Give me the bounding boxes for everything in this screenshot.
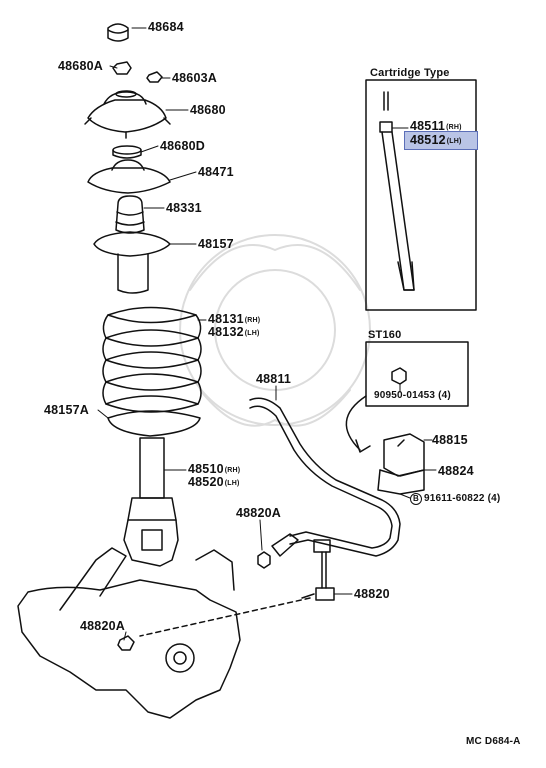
- label-48511[interactable]: 48511(RH): [410, 119, 462, 135]
- nut-48603A: [146, 71, 163, 83]
- lower-insulator-48157A: [107, 410, 201, 437]
- label-48680A[interactable]: 48680A: [58, 59, 103, 73]
- bracket-48824: [377, 469, 425, 495]
- suffix-lh: (LH): [244, 330, 260, 337]
- label-48157A[interactable]: 48157A: [44, 403, 89, 417]
- stabilizer-link-48820: [301, 539, 335, 601]
- spring-seat-48471: [87, 159, 171, 194]
- label-48520[interactable]: 48520(LH): [188, 475, 240, 491]
- label-48680[interactable]: 48680: [190, 103, 226, 117]
- part-number: 91611-60822 (4): [424, 493, 501, 504]
- label-48510[interactable]: 48510(RH): [188, 462, 240, 478]
- label-48131[interactable]: 48131(RH): [208, 312, 260, 328]
- link-48820A-mid: [257, 533, 299, 569]
- b-marker-icon: B: [410, 493, 422, 505]
- bump-stopper-48331: [115, 195, 145, 234]
- label-48471[interactable]: 48471: [198, 165, 234, 179]
- stabilizer-bar-48811: [249, 397, 401, 557]
- label-48512[interactable]: 48512(LH): [410, 133, 462, 149]
- spacer-48680D: [112, 145, 142, 159]
- label-48811[interactable]: 48811: [256, 372, 292, 386]
- bushing-48815: [383, 433, 425, 477]
- label-48603A[interactable]: 48603A: [172, 71, 217, 85]
- part-number: 48131: [208, 312, 244, 326]
- label-48820A-lower[interactable]: 48820A: [80, 619, 125, 633]
- cartridge-type-title: Cartridge Type: [370, 67, 450, 79]
- cartridge-type-box: [365, 79, 477, 311]
- label-48132[interactable]: 48132(LH): [208, 325, 260, 341]
- leader-lines: [97, 27, 437, 641]
- label-48824[interactable]: 48824: [438, 464, 474, 478]
- suffix-rh: (RH): [244, 317, 261, 324]
- cartridge-shock: [379, 91, 415, 291]
- label-48684[interactable]: 48684: [148, 20, 184, 34]
- dashed-leader: [139, 597, 311, 637]
- coil-spring-48131: [102, 306, 202, 413]
- suffix-lh: (LH): [224, 480, 240, 487]
- suffix-rh: (RH): [446, 124, 462, 131]
- label-48815[interactable]: 48815: [432, 433, 468, 447]
- label-48820A-mid[interactable]: 48820A: [236, 506, 281, 520]
- label-48331[interactable]: 48331: [166, 201, 202, 215]
- label-48157[interactable]: 48157: [198, 237, 234, 251]
- part-number: 48132: [208, 325, 244, 339]
- st160-title: ST160: [368, 329, 402, 341]
- nut-48820A-lower: [117, 635, 135, 651]
- st160-box: [365, 341, 469, 407]
- part-number: 48512: [410, 133, 446, 147]
- label-90950-01453[interactable]: 90950-01453 (4): [374, 390, 451, 401]
- upper-mount-48680: [84, 90, 171, 139]
- insulator-48157: [93, 231, 171, 294]
- part-number: 48520: [188, 475, 224, 489]
- label-48820[interactable]: 48820: [354, 587, 390, 601]
- steering-knuckle: [17, 547, 241, 719]
- curved-arrow: [345, 395, 367, 451]
- suffix-rh: (RH): [224, 467, 241, 474]
- part-number: 48510: [188, 462, 224, 476]
- watermark-emblem: [179, 234, 371, 427]
- part-number: 48511: [410, 119, 446, 133]
- label-48680D[interactable]: 48680D: [160, 139, 205, 153]
- suffix-lh: (LH): [446, 138, 462, 145]
- bolt-90950: [391, 367, 407, 385]
- dust-cap-48684: [107, 23, 129, 42]
- highlight-48512: [404, 131, 478, 150]
- diagram-code: MC D684-A: [466, 736, 521, 747]
- nut-48680A: [112, 61, 132, 75]
- strut-48510: [123, 437, 179, 567]
